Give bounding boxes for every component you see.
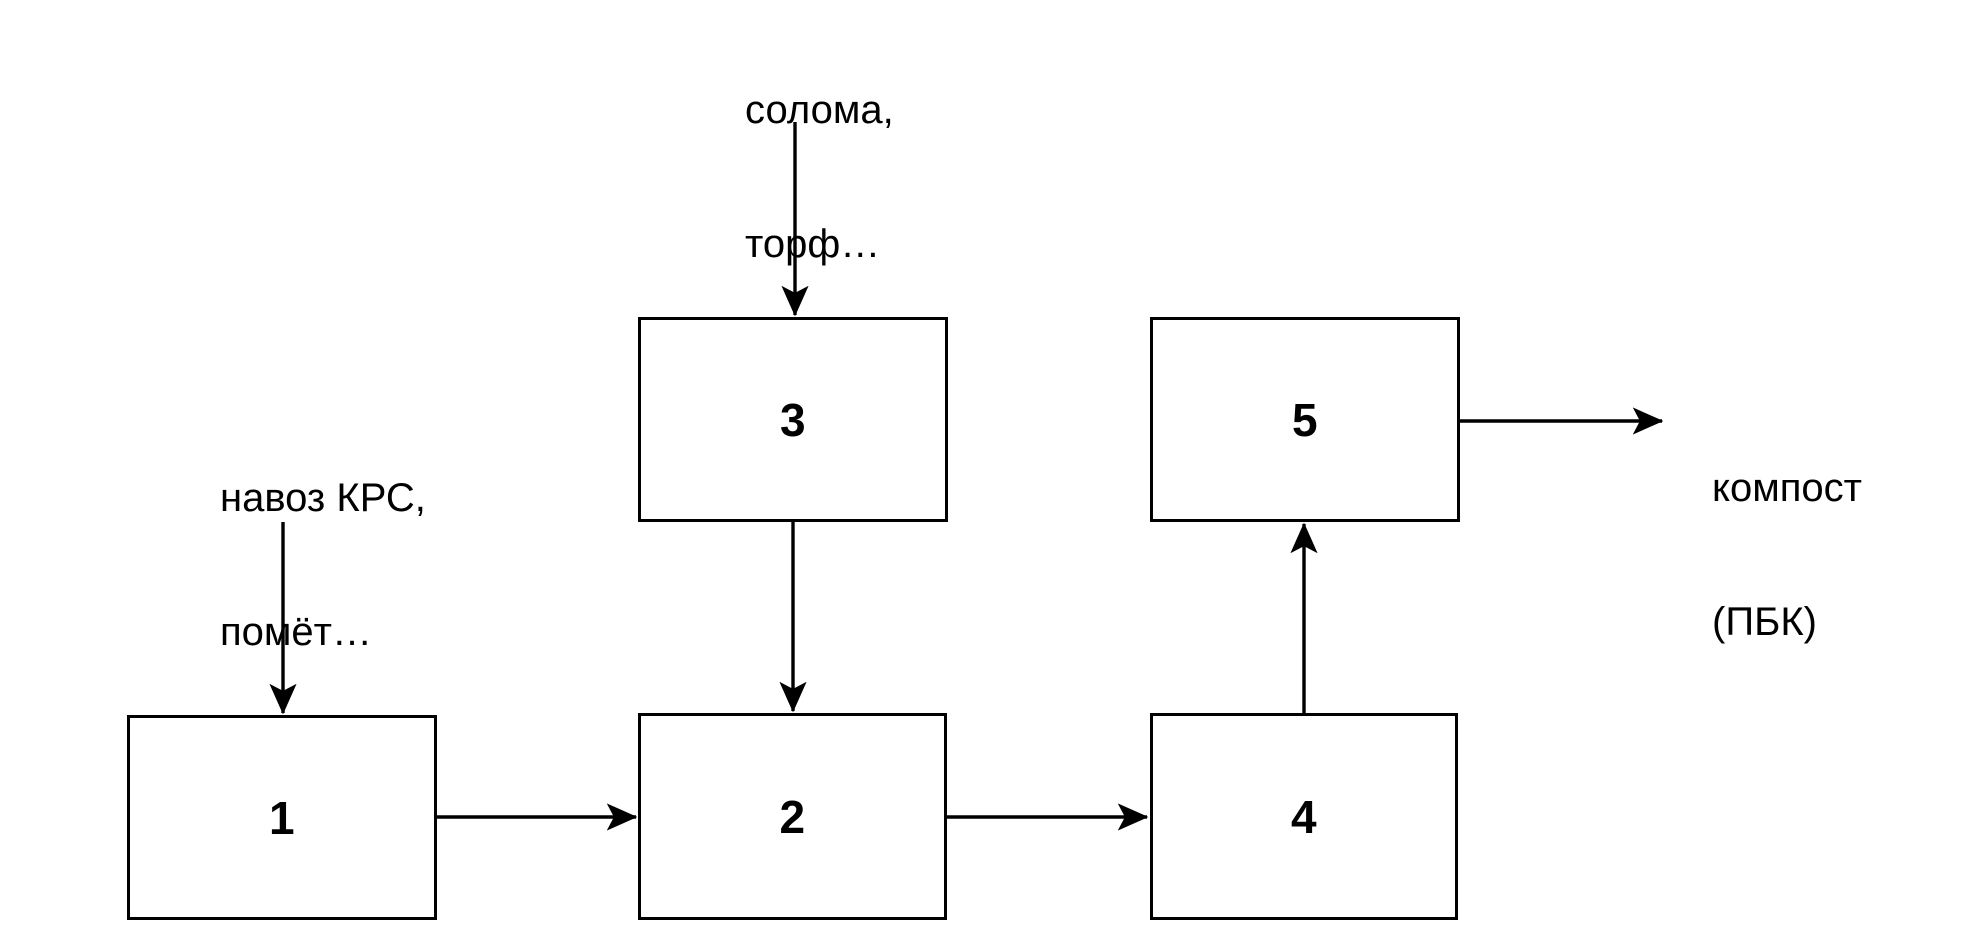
process-box-3[interactable]: 3 <box>638 317 948 522</box>
input-label-straw-peat: солома, торф… <box>745 0 894 356</box>
output-label-compost-line-2: (ПБК) <box>1712 599 1817 644</box>
output-label-compost-line-1: компост <box>1712 465 1862 510</box>
process-box-5-label: 5 <box>1291 393 1319 446</box>
input-label-straw-peat-line-2: торф… <box>745 221 881 266</box>
input-label-manure-droppings: навоз КРС, помёт… <box>220 386 426 744</box>
process-box-2-label: 2 <box>779 790 806 843</box>
input-label-manure-droppings-line-2: помёт… <box>220 609 372 654</box>
process-box-1-label: 1 <box>268 791 296 844</box>
process-box-2[interactable]: 2 <box>638 713 947 920</box>
process-box-4[interactable]: 4 <box>1150 713 1458 920</box>
output-label-compost: компост (ПБК) <box>1712 376 1862 734</box>
input-label-manure-droppings-line-1: навоз КРС, <box>220 475 426 520</box>
process-box-1[interactable]: 1 <box>127 715 437 920</box>
process-box-4-label: 4 <box>1290 790 1318 843</box>
process-box-5[interactable]: 5 <box>1150 317 1460 522</box>
process-box-3-label: 3 <box>779 393 807 446</box>
input-label-straw-peat-line-1: солома, <box>745 87 894 132</box>
